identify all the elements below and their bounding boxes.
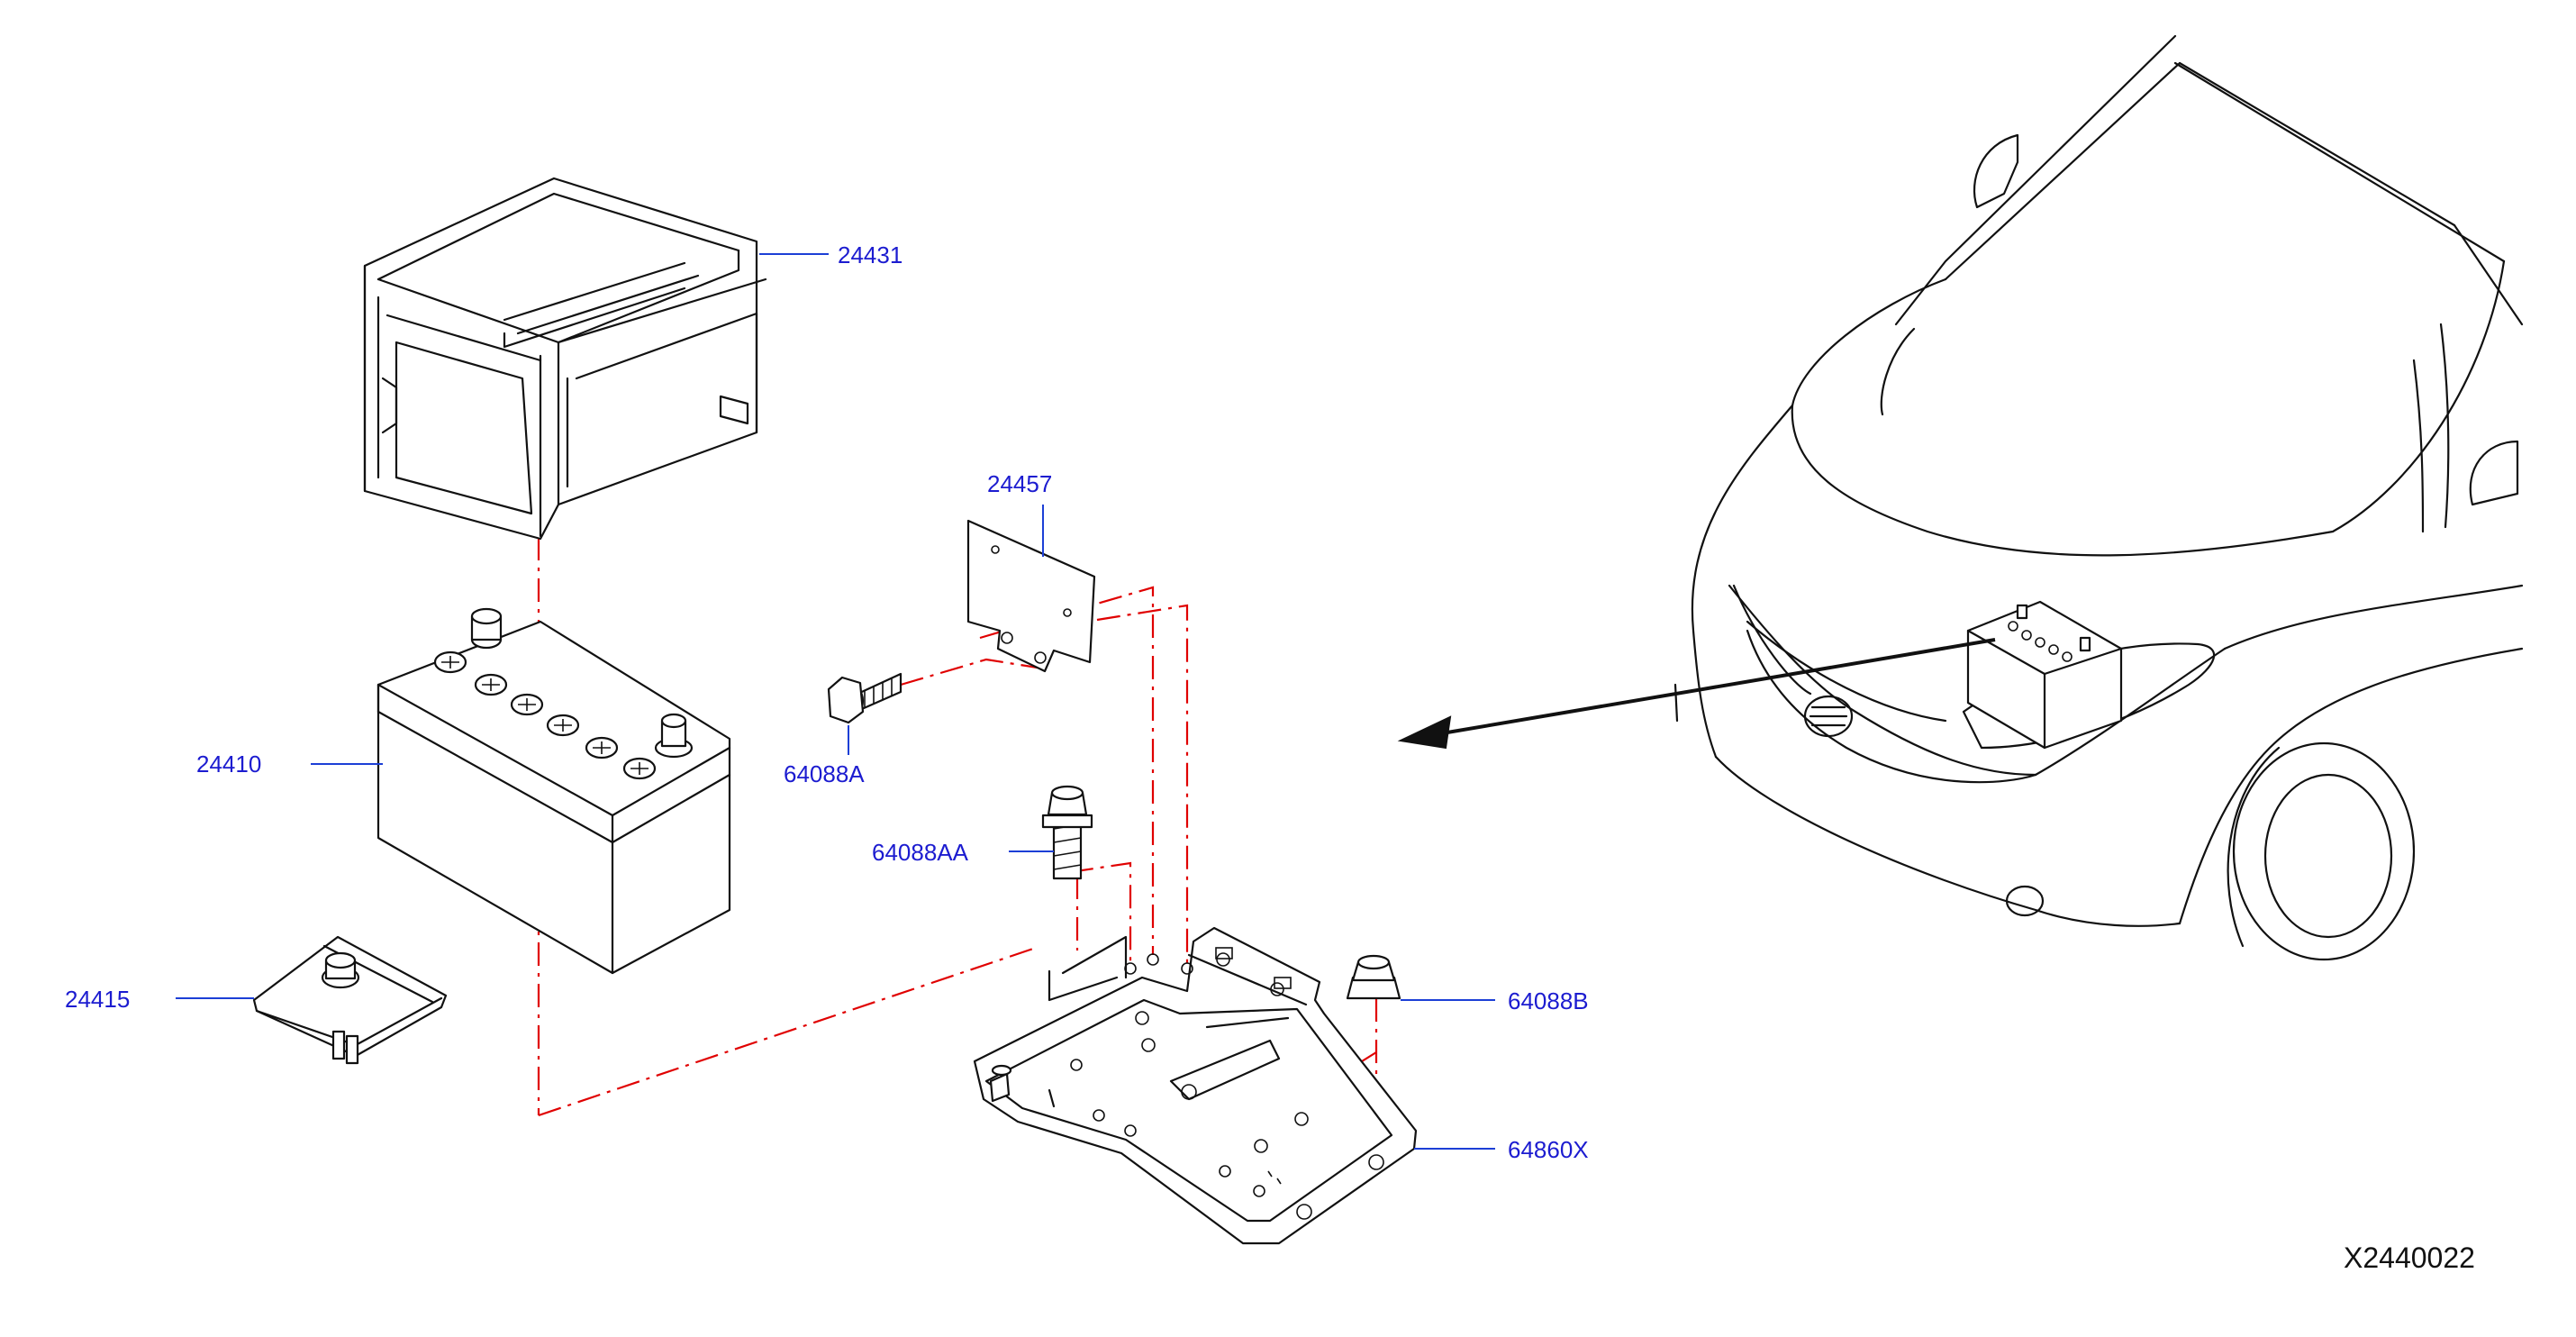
battery-tray-64860x (973, 926, 1418, 1245)
battery-in-car-icon (1966, 600, 2123, 750)
arrow-icon (1397, 638, 1996, 750)
callout-24415: 24415 (65, 986, 130, 1013)
battery-clamp-24415 (252, 935, 448, 1065)
callout-24431: 24431 (838, 241, 903, 268)
battery-24410 (376, 607, 731, 975)
leader-lines (176, 253, 1495, 1150)
battery-terminal-icon (654, 713, 694, 759)
callout-64088b: 64088B (1508, 987, 1589, 1014)
vent-caps (433, 650, 657, 780)
battery-frame-24431 (363, 177, 767, 541)
diagram-code: X2440022 (2344, 1242, 2475, 1274)
callout-24410: 24410 (196, 750, 261, 778)
bracket-24457 (966, 519, 1096, 673)
callout-64860x: 64860X (1508, 1136, 1589, 1163)
callout-64088a: 64088A (784, 760, 865, 787)
battery-terminal-icon (470, 607, 503, 650)
callout-64088aa: 64088AA (872, 839, 969, 866)
bolt-64088a (827, 672, 903, 724)
nut-64088b (1346, 954, 1401, 1000)
bolt-64088aa (1041, 785, 1093, 880)
car-front-view (1673, 34, 2524, 961)
callout-24457: 24457 (987, 470, 1052, 497)
